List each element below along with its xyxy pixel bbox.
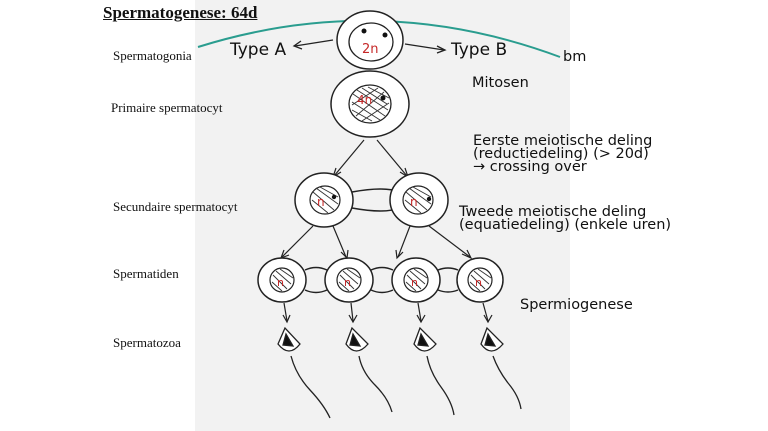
secondary-spermatocytes-pair: n n	[294, 172, 449, 228]
label-mitosen: Mitosen	[472, 75, 529, 91]
stage-label-spermatids: Spermatiden	[113, 266, 179, 281]
arrow-type-a	[294, 39, 334, 47]
label-type-a: Type A	[230, 40, 287, 60]
stage-label-primary-spermatocyte: Primaire spermatocyt	[111, 100, 223, 115]
meiosis-ii-arrows	[279, 225, 473, 260]
svg-text:n: n	[317, 195, 325, 209]
label-meiosis-i-line3: → crossing over	[473, 159, 587, 175]
svg-text:n: n	[344, 276, 351, 289]
spermiogenesis-arrows	[282, 302, 493, 324]
ploidy-label-4n: 4n	[357, 93, 372, 107]
spermatozoa-row	[277, 326, 522, 419]
label-bm: bm	[563, 49, 587, 65]
label-meiosis-i-line2: (reductiedeling) (> 20d)	[473, 146, 649, 162]
label-meiosis-ii-line1: Tweede meiotische deling	[459, 204, 647, 220]
page-title: Spermatogenese: 64d	[103, 3, 258, 22]
ploidy-label-2n: 2n	[362, 42, 379, 57]
label-type-b: Type B	[451, 40, 508, 60]
arrow-type-b	[404, 43, 445, 51]
svg-text:n: n	[277, 276, 284, 289]
primary-spermatocyte-cell: 4n	[330, 70, 410, 138]
label-meiosis-i-line1: Eerste meiotische deling	[473, 133, 653, 149]
svg-text:n: n	[410, 195, 418, 209]
stage-label-spermatozoa: Spermatozoa	[113, 335, 181, 350]
svg-text:n: n	[475, 276, 482, 289]
label-spermiogenese: Spermiogenese	[520, 297, 633, 313]
stage-label-spermatogonia: Spermatogonia	[113, 48, 192, 63]
svg-text:n: n	[411, 276, 418, 289]
spermatogonium-cell: 2n	[336, 10, 404, 70]
stage-label-secondary-spermatocyte: Secundaire spermatocyt	[113, 199, 238, 214]
label-meiosis-ii-line2: (equatiedeling) (enkele uren)	[459, 217, 672, 233]
spermatids-row: n n n n	[257, 257, 504, 303]
diagram-panel	[195, 0, 570, 431]
